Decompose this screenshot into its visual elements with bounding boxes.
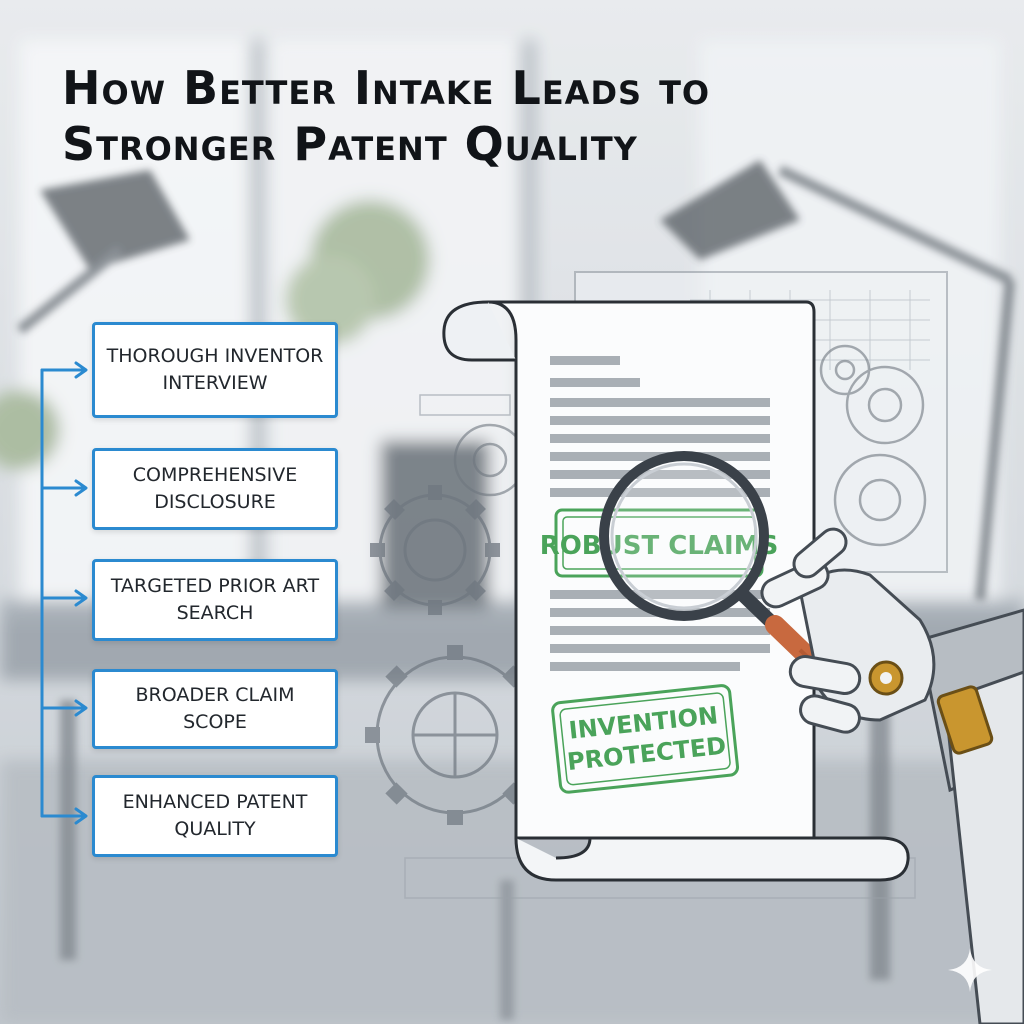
gear-icon — [370, 485, 500, 615]
sparkle-icon — [944, 944, 996, 996]
